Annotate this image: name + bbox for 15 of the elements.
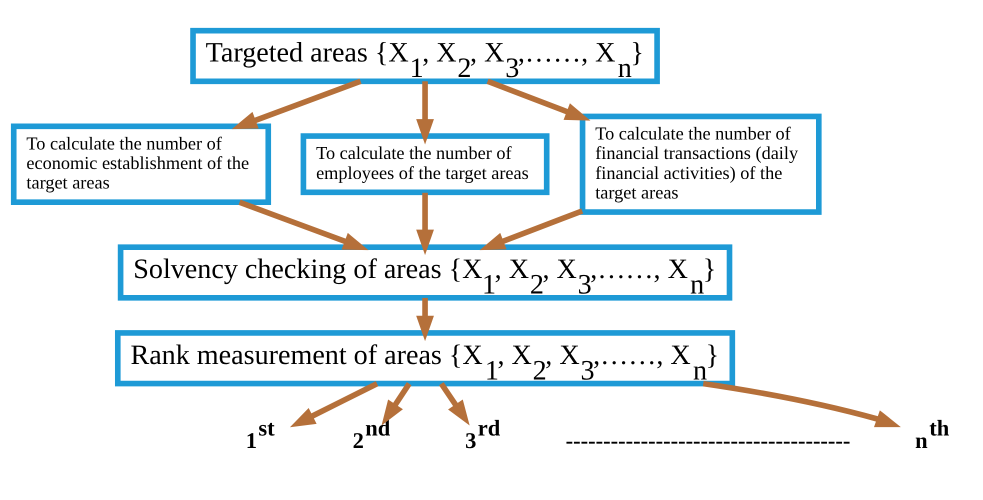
arrow — [290, 381, 378, 428]
arrow — [238, 200, 368, 250]
arrow — [416, 81, 434, 145]
arrow — [232, 78, 362, 130]
arrow — [486, 78, 590, 121]
arrow — [416, 192, 434, 256]
node-box: To calculate the number of financial transactions (daily financial activities) of the target areas — [580, 114, 822, 215]
arrow — [439, 382, 470, 426]
arrow — [416, 298, 434, 342]
label: -------------------------------------- — [566, 428, 850, 453]
node-box: To calculate the number of economic establishment of the target areas — [10, 123, 272, 205]
arrow — [382, 382, 412, 426]
arrow — [480, 208, 584, 250]
node-box: To calculate the number of employees of the target areas — [300, 133, 550, 196]
arrow — [702, 380, 901, 428]
